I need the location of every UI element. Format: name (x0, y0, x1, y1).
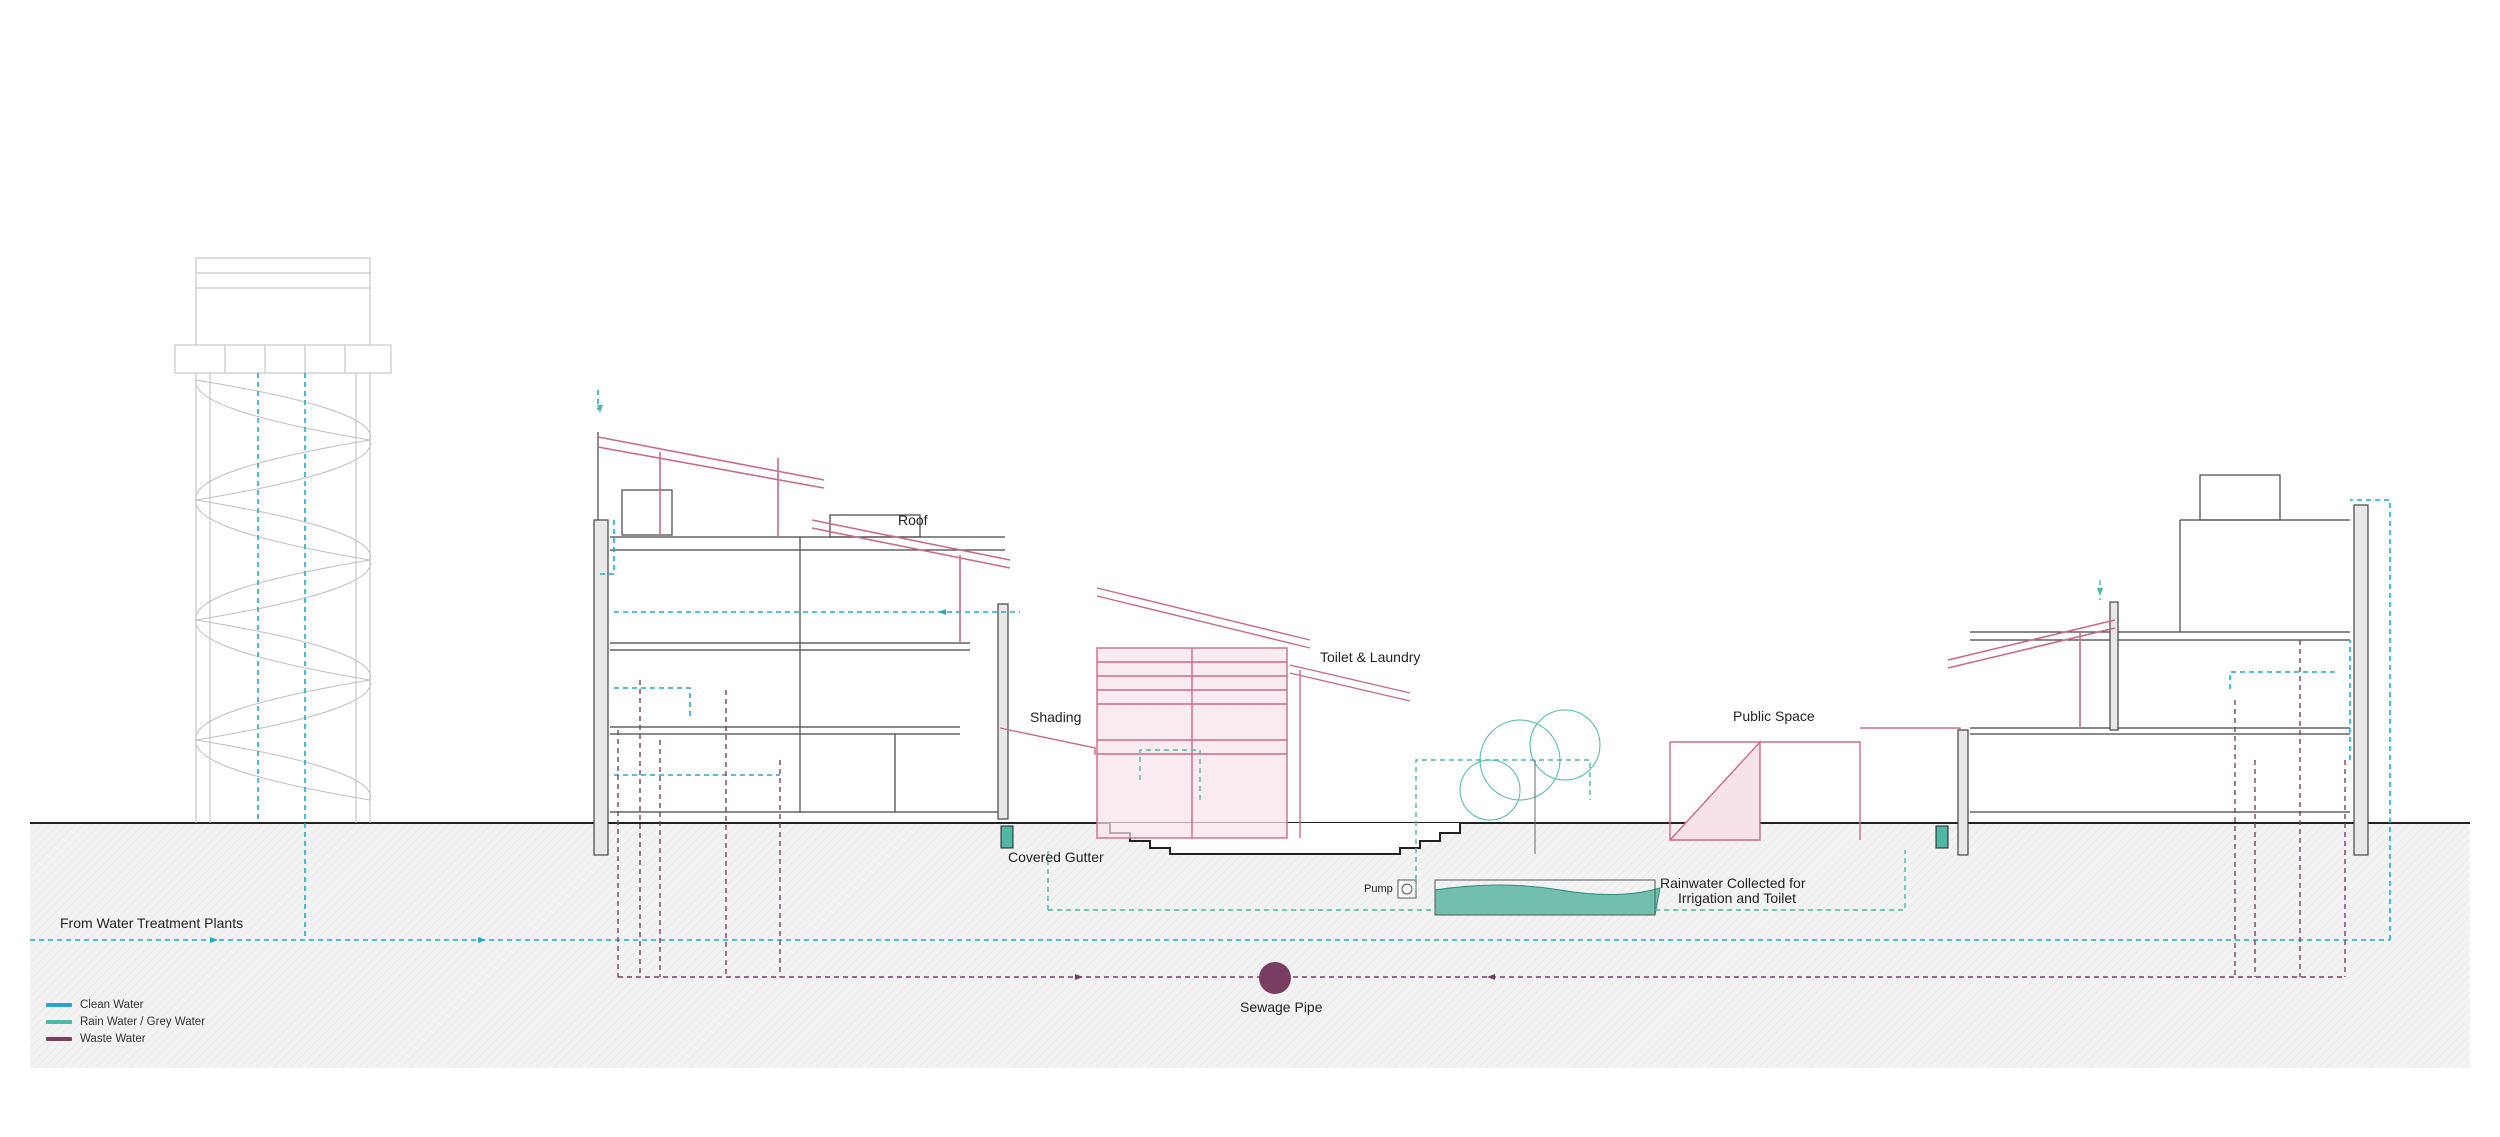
right-roof (1947, 619, 2116, 728)
pump-label: Pump (1364, 883, 1393, 895)
covered-gutter-label: Covered Gutter (1008, 849, 1104, 865)
left-building (593, 432, 1009, 856)
legend-label: Clean Water (80, 998, 144, 1011)
rainwater-tank (1434, 879, 1661, 916)
toilet-laundry-block (999, 587, 1411, 839)
legend-swatch-clean (46, 1002, 72, 1007)
water-tower (174, 257, 392, 823)
sewage-pipe-icon (1259, 962, 1291, 994)
covered-gutter-right (1935, 825, 1949, 849)
rainwater-label-line2: Irrigation and Toilet (1678, 890, 1796, 906)
legend-label: Rain Water / Grey Water (80, 1015, 206, 1028)
covered-gutter-left (1000, 825, 1014, 849)
sewage-pipe-label: Sewage Pipe (1240, 999, 1323, 1015)
public-space-canopy (1668, 727, 1961, 841)
clean-water-lines (30, 373, 2391, 941)
legend: Clean Water Rain Water / Grey Water Wast… (46, 996, 205, 1047)
waste-water-lines (617, 640, 2346, 978)
left-roof (597, 436, 1011, 643)
right-building (1957, 474, 2369, 856)
roof-label: Roof (898, 512, 928, 528)
legend-item-clean-water: Clean Water (46, 996, 205, 1013)
toilet-laundry-label: Toilet & Laundry (1320, 649, 1420, 665)
ground-section (30, 822, 2470, 1068)
pump-icon (1397, 879, 1417, 899)
shading-label: Shading (1030, 709, 1081, 725)
legend-item-waste-water: Waste Water (46, 1030, 205, 1047)
legend-swatch-rain (46, 1019, 72, 1024)
public-space-label: Public Space (1733, 708, 1815, 724)
rainwater-label-line1: Rainwater Collected for (1660, 875, 1806, 891)
flow-arrows (210, 405, 2103, 980)
water-treatment-label: From Water Treatment Plants (60, 915, 243, 931)
legend-label: Waste Water (80, 1032, 146, 1045)
legend-item-rain-grey-water: Rain Water / Grey Water (46, 1013, 205, 1030)
legend-swatch-waste (46, 1036, 72, 1041)
